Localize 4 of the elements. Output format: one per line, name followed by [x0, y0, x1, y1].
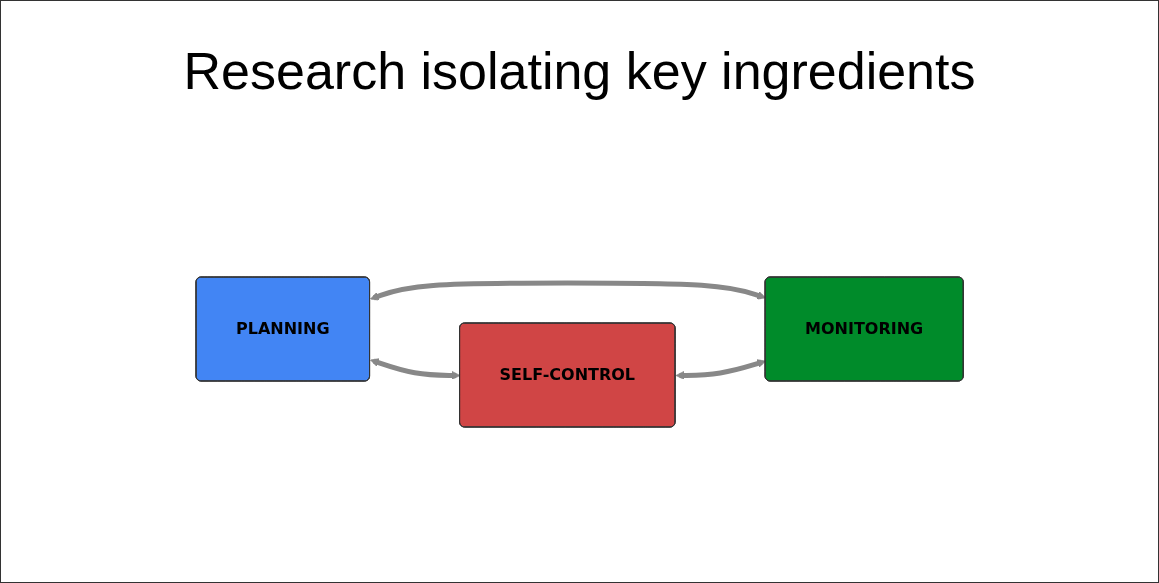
arrow	[369, 280, 766, 300]
arrow	[369, 357, 461, 380]
slide-title: Research isolating key ingredients	[183, 41, 976, 101]
arrow	[675, 358, 766, 380]
